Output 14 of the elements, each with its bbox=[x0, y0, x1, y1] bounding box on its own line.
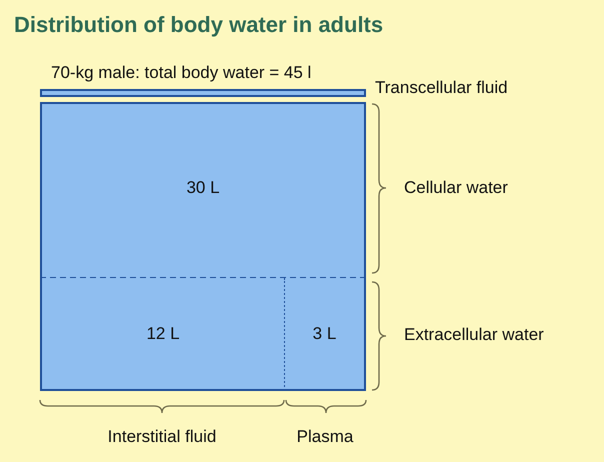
compartment-label: Interstitial fluid bbox=[108, 427, 216, 447]
compartment-label: Cellular water bbox=[404, 178, 508, 198]
volume-label: 30 L bbox=[186, 178, 220, 198]
diagram-title: Distribution of body water in adults bbox=[14, 12, 384, 38]
total-water-note: 70-kg male: total body water = 45 l bbox=[51, 63, 312, 83]
compartment-label: Extracellular water bbox=[404, 325, 544, 345]
transcellular-bar bbox=[40, 89, 366, 97]
compartment-label: Transcellular fluid bbox=[375, 78, 508, 98]
cellular-water-region bbox=[40, 102, 366, 279]
plasma-region bbox=[285, 278, 366, 391]
interstitial-fluid-region bbox=[40, 278, 286, 391]
volume-label: 3 L bbox=[312, 324, 336, 344]
compartment-label: Plasma bbox=[296, 427, 354, 447]
volume-label: 12 L bbox=[146, 324, 180, 344]
